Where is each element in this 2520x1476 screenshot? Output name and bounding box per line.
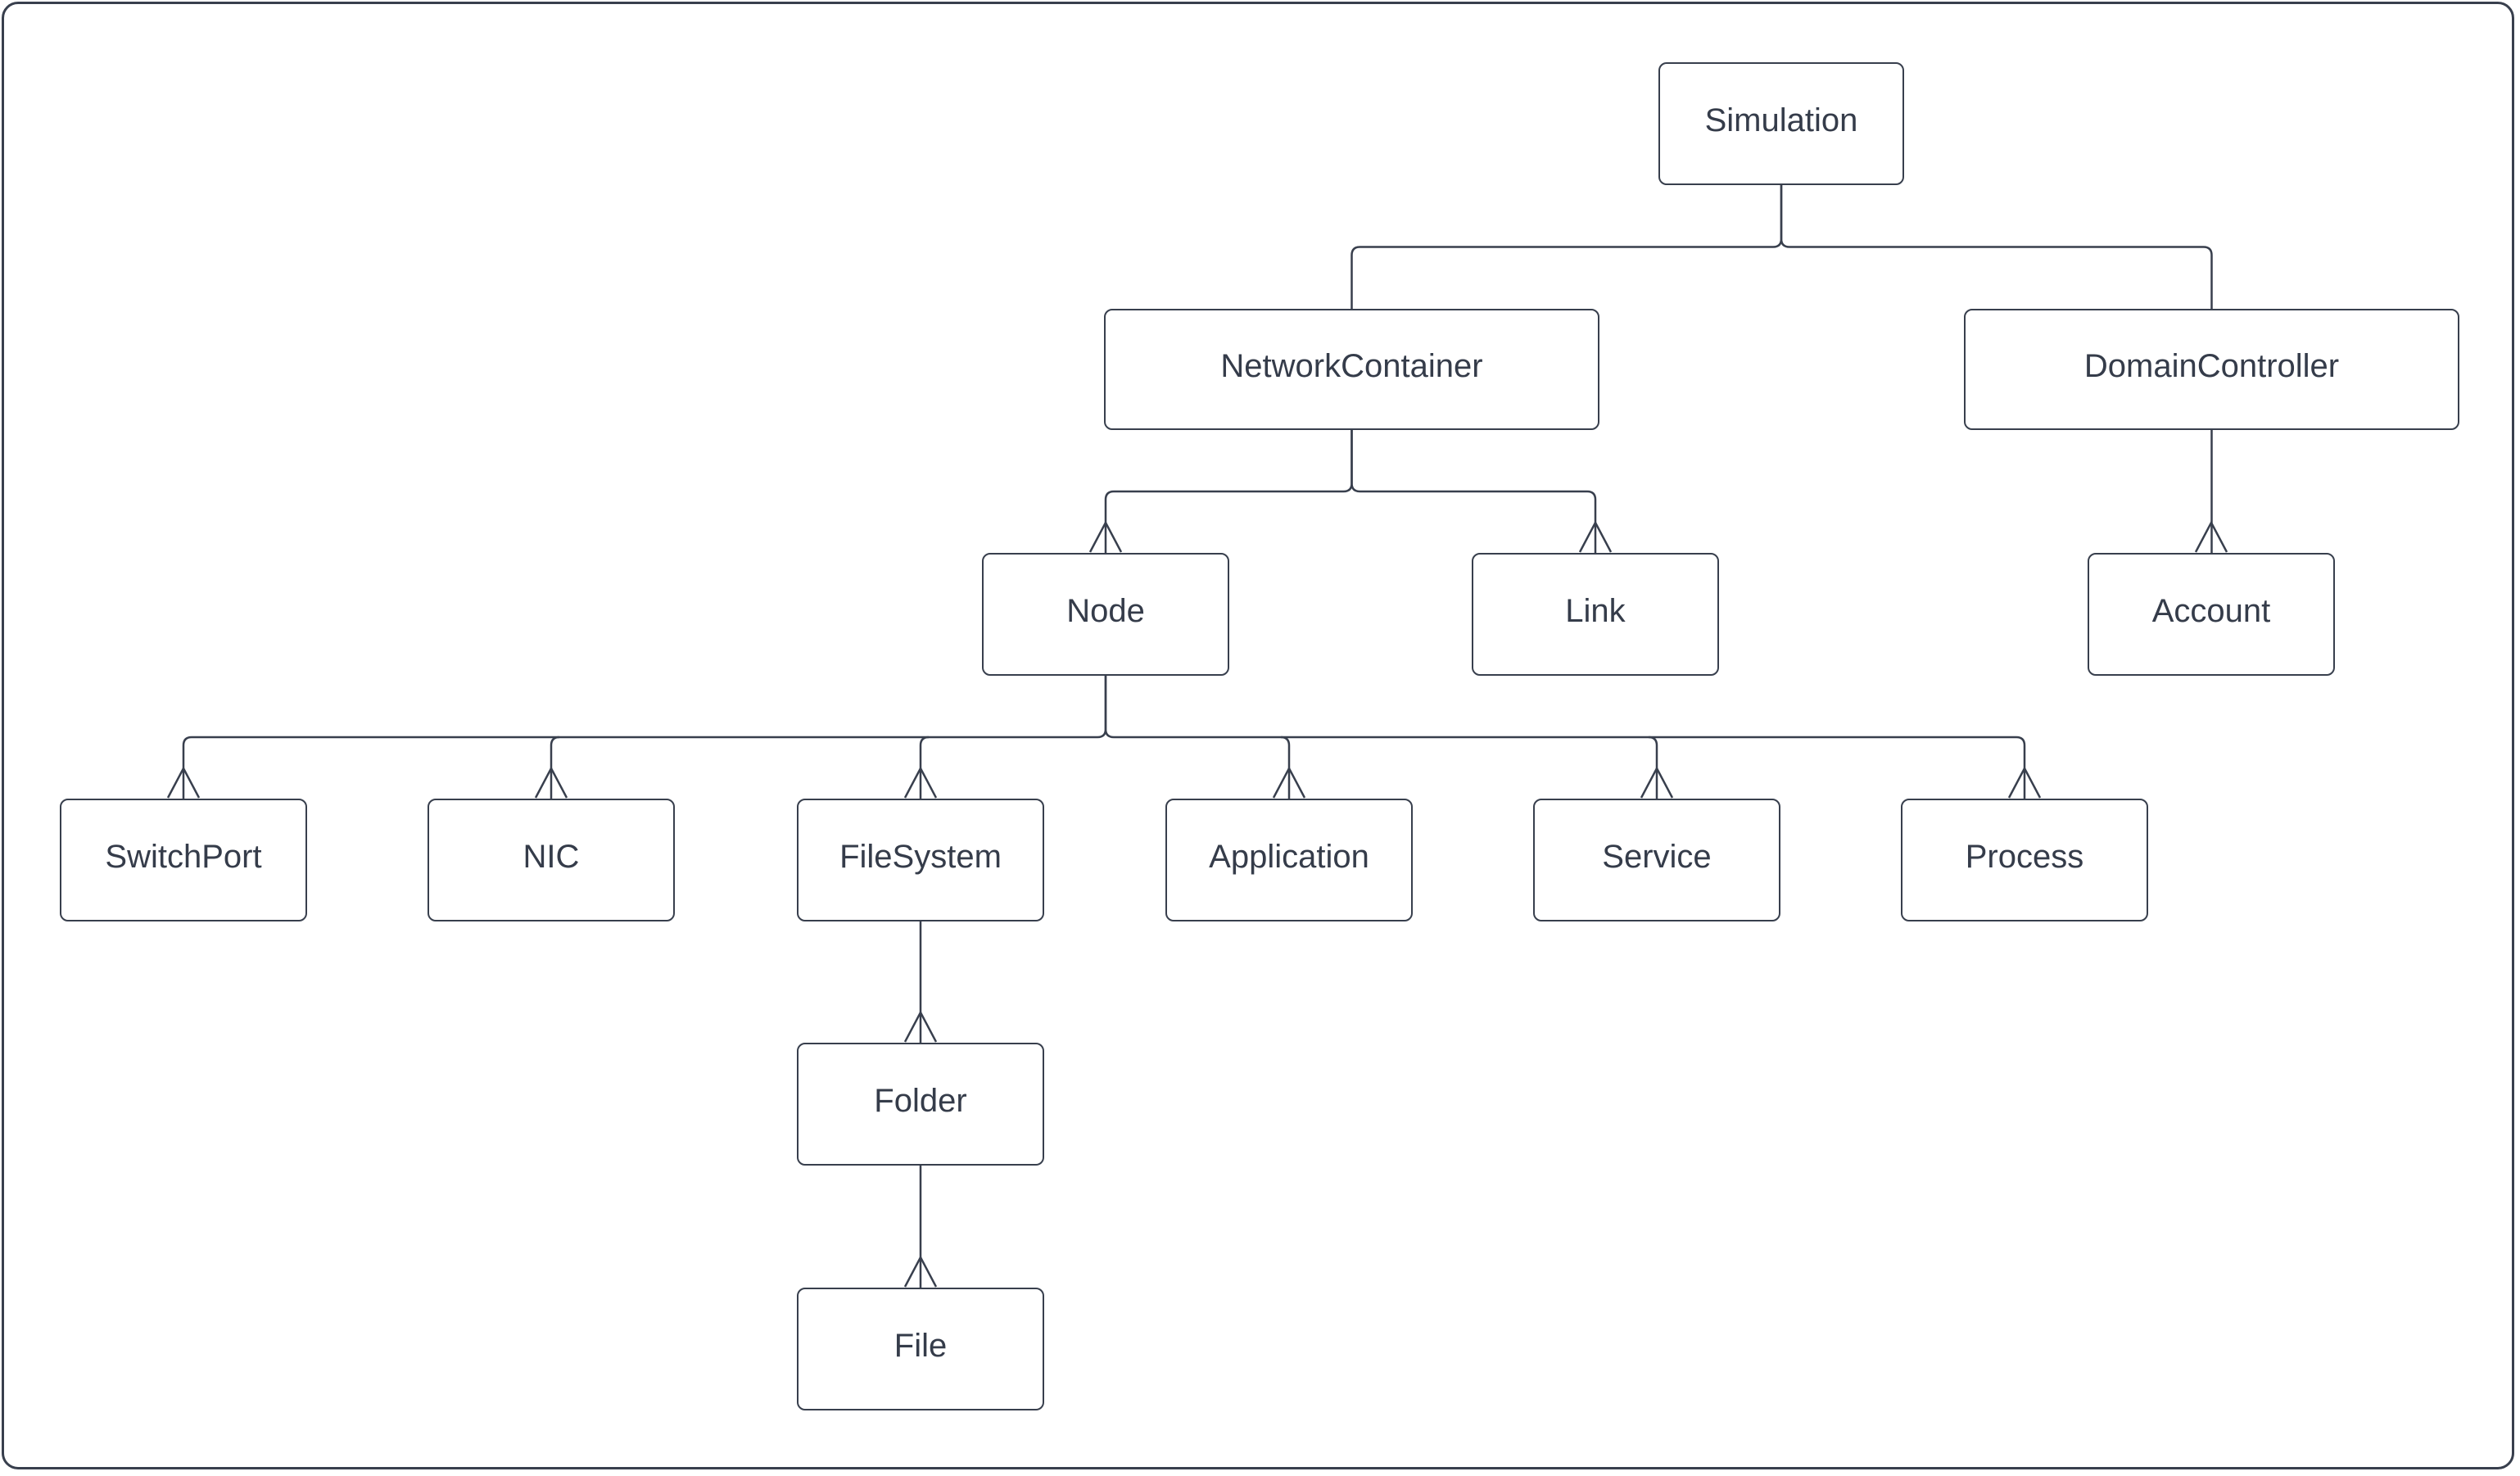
node-label-service: Service: [1602, 839, 1712, 875]
arrowhead-link: [1578, 520, 1613, 553]
edge-node-application: [1280, 736, 1291, 799]
node-label-nic: NIC: [523, 839, 580, 875]
arrowhead-file-system: [903, 766, 938, 799]
node-box-file: File: [797, 1288, 1044, 1410]
arrowhead-nic: [534, 766, 568, 799]
arrowhead-service: [1640, 766, 1674, 799]
edge-node-process: [1104, 676, 2026, 799]
edge-network-container-node: [1104, 430, 1353, 553]
node-box-node: Node: [982, 553, 1229, 676]
arrowhead-switch-port: [166, 766, 201, 799]
node-box-file-system: FileSystem: [797, 799, 1044, 921]
arrowhead-account: [2194, 520, 2228, 553]
arrowhead-file: [903, 1255, 938, 1288]
node-label-folder: Folder: [874, 1083, 967, 1119]
node-label-switch-port: SwitchPort: [105, 839, 262, 875]
node-box-nic: NIC: [428, 799, 675, 921]
node-box-folder: Folder: [797, 1043, 1044, 1166]
node-label-file-system: FileSystem: [839, 839, 1002, 875]
node-label-domain-controller: DomainController: [2083, 348, 2340, 384]
node-label-simulation: Simulation: [1704, 102, 1858, 138]
arrowhead-process: [2007, 766, 2042, 799]
edge-simulation-network-container: [1350, 185, 1783, 309]
arrowhead-node: [1088, 520, 1123, 553]
node-box-domain-controller: DomainController: [1964, 309, 2459, 430]
edge-network-container-link: [1350, 430, 1597, 553]
node-label-file: File: [894, 1328, 948, 1364]
node-label-account: Account: [2151, 593, 2271, 629]
edge-node-file-system: [919, 736, 930, 799]
edge-node-nic: [550, 736, 560, 799]
node-box-simulation: Simulation: [1658, 62, 1904, 185]
node-box-application: Application: [1165, 799, 1413, 921]
node-box-process: Process: [1901, 799, 2148, 921]
node-box-network-container: NetworkContainer: [1104, 309, 1599, 430]
arrowhead-application: [1272, 766, 1306, 799]
node-box-account: Account: [2088, 553, 2335, 676]
edge-node-service: [1648, 736, 1658, 799]
node-label-node: Node: [1066, 593, 1145, 629]
node-label-application: Application: [1209, 839, 1369, 875]
node-label-link: Link: [1565, 593, 1626, 629]
arrowhead-folder: [903, 1010, 938, 1043]
edge-node-switch-port: [182, 676, 1107, 799]
node-label-network-container: NetworkContainer: [1220, 348, 1483, 384]
node-box-link: Link: [1472, 553, 1719, 676]
node-box-switch-port: SwitchPort: [60, 799, 307, 921]
edge-simulation-domain-controller: [1780, 185, 2213, 309]
node-box-service: Service: [1533, 799, 1780, 921]
node-label-process: Process: [1965, 839, 2084, 875]
